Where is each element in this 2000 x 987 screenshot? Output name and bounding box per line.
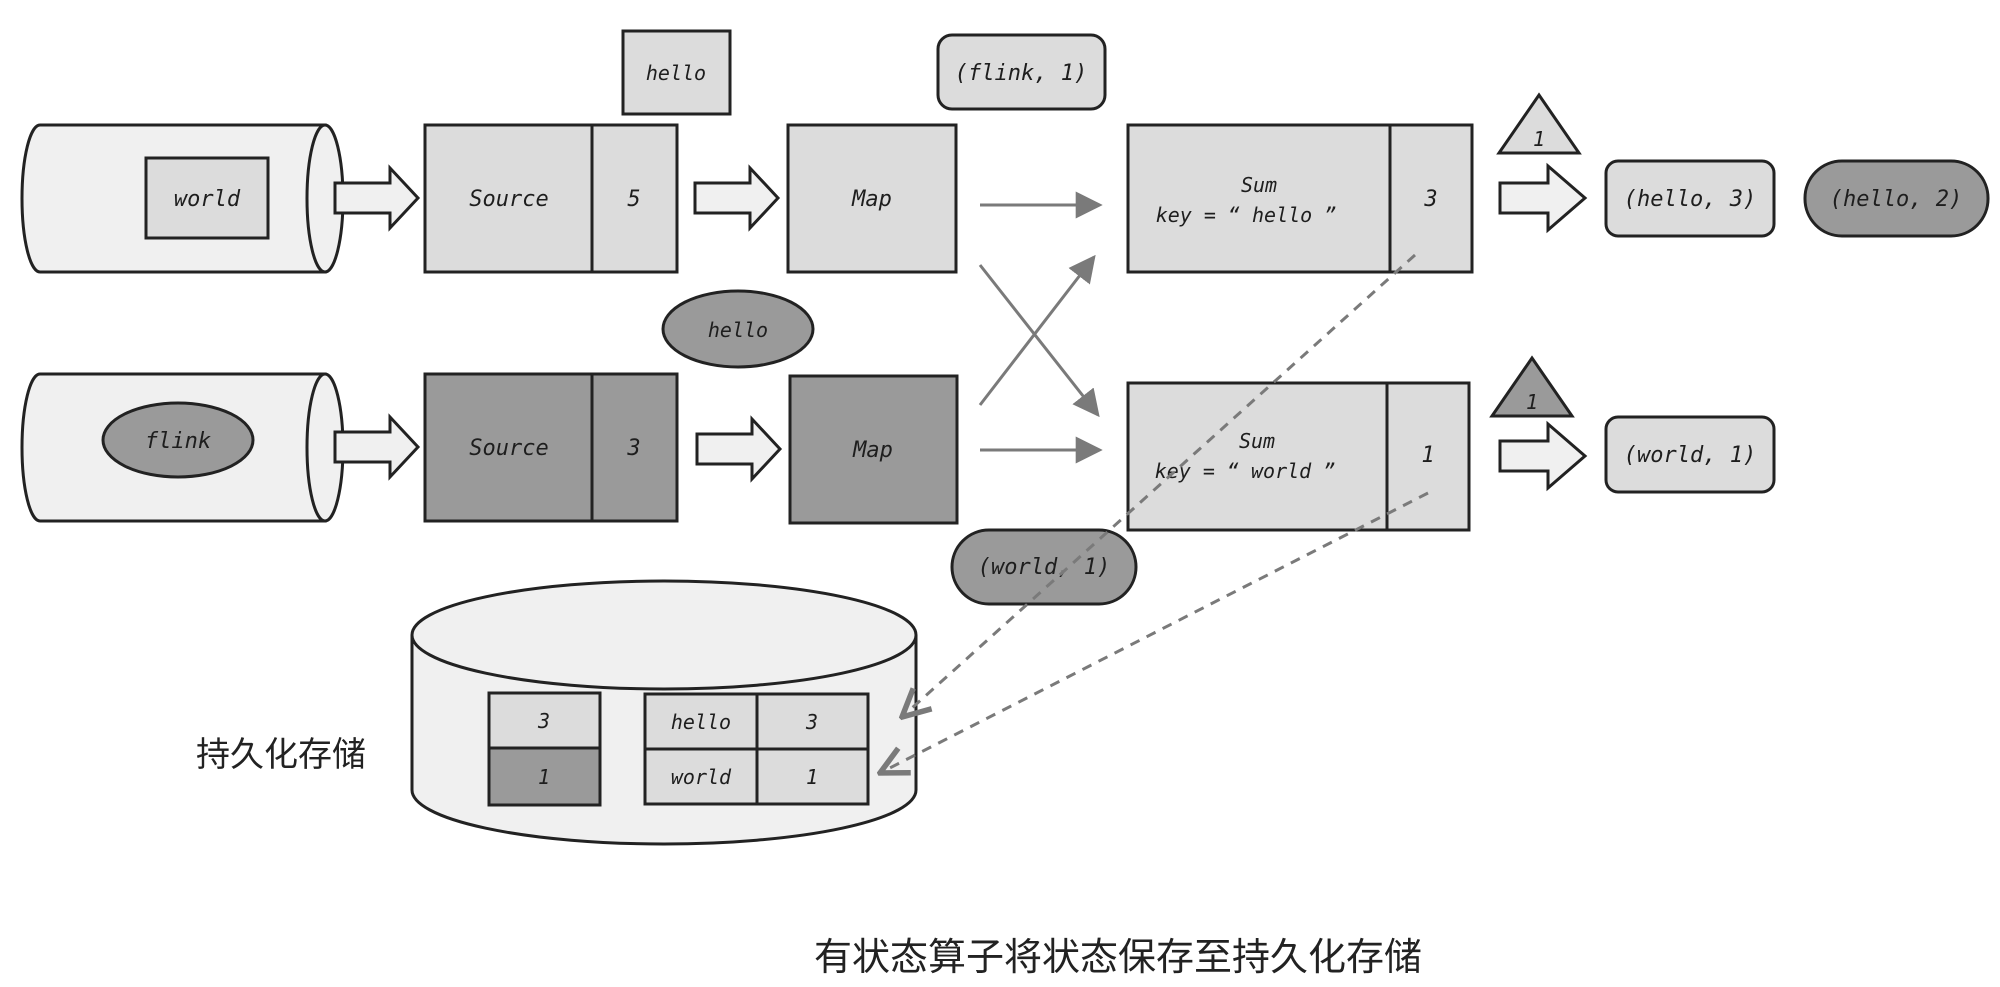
bottom-source-state-value: 3 [626, 436, 640, 461]
top-record-above-map [936, 33, 1107, 111]
sum-world-output-1 [1604, 415, 1776, 494]
sum-hello-key: key = “ hello ” [1156, 203, 1337, 227]
diagram-caption: 有状态算子将状态保存至持久化存储 [814, 935, 1422, 979]
sum-hello-output-2 [1803, 159, 1990, 238]
sum-hello-watermark-value: 1 [1533, 127, 1545, 151]
sum-hello-state [1388, 123, 1474, 274]
sum-world-watermark [1489, 355, 1575, 418]
top-map-label: Map [851, 187, 892, 212]
sum-hello-state-value: 3 [1423, 187, 1437, 212]
sum-world-key: key = “ world ” [1155, 459, 1336, 483]
top-queue-record [144, 156, 270, 240]
stored-key-hello [643, 692, 759, 751]
stored-source-state-2-value: 1 [538, 765, 550, 789]
route-top-map-to-sum-world [978, 264, 1100, 418]
top-queue-record-label: world [174, 187, 241, 212]
sum-hello-operator [1126, 123, 1392, 274]
sum-hello-title: Sum [1241, 173, 1277, 197]
sum-world-state [1385, 381, 1471, 532]
top-source-state-value: 5 [627, 187, 640, 212]
route-bottom-map-to-sum-hello [978, 254, 1096, 406]
sum-world-watermark-value: 1 [1526, 390, 1538, 414]
stored-source-state-1-value: 3 [537, 709, 550, 733]
sum-world-output-1-label: (world, 1) [1624, 443, 1756, 468]
sum-world-output-arrow [1498, 420, 1588, 492]
storage-label: 持久化存储 [196, 735, 366, 775]
checkpoint-hello-state [902, 253, 1417, 717]
checkpoint-world-state [880, 491, 1429, 773]
bottom-record-above-source-label: hello [708, 318, 768, 342]
bottom-map-label: Map [852, 438, 893, 463]
bottom-source-operator [423, 372, 594, 523]
sum-world-state-value: 1 [1421, 443, 1434, 468]
sum-hello-output-1 [1604, 159, 1776, 238]
sum-hello-watermark [1496, 92, 1582, 155]
bottom-queue-record-label: flink [145, 429, 211, 454]
sum-hello-output-2-label: (hello, 2) [1830, 187, 1962, 212]
top-source-to-map-arrow [693, 164, 781, 232]
stored-key-hello-label: hello [671, 710, 731, 734]
stored-source-state-2 [487, 746, 602, 807]
bottom-source-to-map-arrow [695, 415, 783, 483]
top-queue-to-source-arrow [333, 164, 421, 232]
bottom-queue-to-source-arrow [333, 413, 421, 481]
stored-value-world-label: 1 [806, 765, 818, 789]
top-record-above-map-label: (flink, 1) [955, 61, 1087, 86]
in-flight-record-label: (world, 1) [978, 555, 1110, 580]
bottom-queue-record [101, 401, 255, 479]
top-source-label: Source [469, 187, 548, 212]
top-map-operator [786, 123, 958, 274]
top-record-above-source-label: hello [646, 61, 706, 85]
top-source-state [590, 123, 679, 274]
sum-world-operator [1126, 381, 1389, 532]
top-record-above-source [621, 29, 732, 116]
stored-key-world-label: world [671, 765, 732, 789]
stored-value-hello-label: 3 [805, 710, 818, 734]
bottom-source-label: Source [469, 436, 548, 461]
stored-value-world [755, 747, 870, 806]
sum-hello-output-1-label: (hello, 3) [1624, 187, 1756, 212]
stored-source-state-1 [487, 691, 602, 750]
bottom-source-state [590, 372, 679, 523]
sum-world-title: Sum [1239, 429, 1275, 453]
bottom-map-operator [788, 374, 959, 525]
bottom-record-above-source [661, 289, 815, 369]
sum-hello-output-arrow [1498, 162, 1588, 234]
